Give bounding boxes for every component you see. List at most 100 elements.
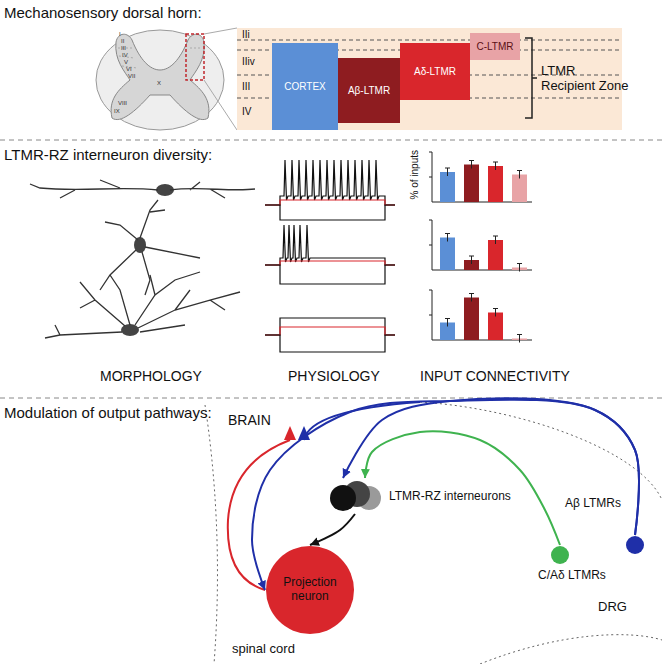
error-bar xyxy=(493,309,498,317)
voltage-trace xyxy=(265,200,395,205)
afferent-zone-bar: CORTEX xyxy=(272,43,338,130)
annotation: LTMR-RZ interneuron diversity: xyxy=(4,146,212,163)
annotation: INPUT CONNECTIVITY xyxy=(420,368,570,384)
bracket xyxy=(525,38,537,118)
cell-body xyxy=(626,536,644,554)
lamina-label: III xyxy=(121,45,126,51)
node-label: LTMR-RZ interneurons xyxy=(389,490,511,504)
bar xyxy=(512,175,527,203)
voltage-trace xyxy=(265,261,395,265)
node-text: CORTEX xyxy=(284,81,326,93)
spinal-cord-section xyxy=(96,30,224,130)
lamina-label: IV xyxy=(242,106,251,118)
voltage-trace xyxy=(265,327,395,335)
section-divider xyxy=(0,140,664,141)
error-bar xyxy=(445,234,450,242)
axis-title: % of inputs xyxy=(409,140,421,210)
interneuron-symbols xyxy=(325,478,385,514)
neuron-soma xyxy=(121,324,139,336)
lamina-label: VII xyxy=(128,73,135,79)
bar xyxy=(488,166,503,202)
error-bar xyxy=(445,319,450,327)
voltage-trace xyxy=(265,318,395,335)
node-text: Projection neuron xyxy=(275,576,345,604)
chart-axis xyxy=(429,220,532,270)
drg-outline xyxy=(480,635,662,664)
gray-matter xyxy=(111,34,209,119)
bar xyxy=(464,298,479,341)
zoom-line xyxy=(204,28,237,130)
annotation: PHYSIOLOGY xyxy=(288,368,380,384)
annotation: DRG xyxy=(598,600,627,615)
projection-neuron: Projection neuron xyxy=(265,545,355,635)
node-text: Aδ-LTMR xyxy=(414,66,456,78)
annotation: MORPHOLOGY xyxy=(100,368,202,384)
node-label: C/Aδ LTMRs xyxy=(538,569,606,583)
annotation: Mechanosensory dorsal horn: xyxy=(4,4,202,21)
section-divider xyxy=(0,398,664,399)
node-text: C-LTMR xyxy=(476,41,513,53)
lamina-label: X xyxy=(157,80,161,86)
bar xyxy=(488,313,503,341)
afferent-zone-bar: C-LTMR xyxy=(470,33,520,60)
lamina-label: VIII xyxy=(118,100,127,106)
chart-axis xyxy=(429,152,532,202)
bar xyxy=(464,165,479,203)
error-bar xyxy=(517,264,522,272)
node-label: Aβ LTMRs xyxy=(565,497,621,511)
cell-body xyxy=(625,535,645,555)
spinal-cord-outline xyxy=(205,405,217,664)
lamina-label: I xyxy=(119,31,121,37)
arrowhead xyxy=(284,426,296,440)
axon-connector xyxy=(343,398,639,535)
cell-body xyxy=(550,545,570,565)
lamina-label: V xyxy=(124,59,128,65)
lamina-label: II xyxy=(121,38,124,44)
interneuron-group: LTMR-RZ interneurons xyxy=(325,478,385,514)
bar xyxy=(440,172,455,202)
sensory-neuron: Aβ LTMRs xyxy=(625,535,645,555)
annotation: Modulation of output pathways: xyxy=(4,404,212,421)
drg-outline xyxy=(420,402,662,500)
bar xyxy=(488,240,503,270)
lamina-label: VI xyxy=(126,66,132,72)
lamina-label: IX xyxy=(114,108,120,114)
chart-axis xyxy=(429,290,532,340)
voltage-trace xyxy=(265,205,395,220)
error-bar xyxy=(469,256,474,264)
error-bar xyxy=(469,294,474,302)
annotation: LTMR Recipient Zone xyxy=(541,64,633,94)
dendrite xyxy=(45,272,240,338)
lamina-boundary xyxy=(118,48,202,68)
lamina-label: IIiv xyxy=(242,56,255,68)
cell-body xyxy=(551,546,569,564)
voltage-trace xyxy=(265,335,395,352)
error-bar xyxy=(493,236,498,244)
cell-body xyxy=(266,546,354,634)
voltage-trace xyxy=(265,160,395,205)
error-bar xyxy=(445,168,450,176)
annotation: BRAIN xyxy=(228,412,271,428)
error-bar xyxy=(517,335,522,343)
error-bar xyxy=(493,162,498,170)
dendrite xyxy=(30,180,255,198)
annotation: spinal cord xyxy=(232,642,295,657)
voltage-trace xyxy=(265,265,395,284)
dendrite xyxy=(100,200,200,295)
zoom-box xyxy=(186,34,204,80)
lamina-label: IV xyxy=(122,52,128,58)
error-bar xyxy=(469,161,474,169)
afferent-zone-bar: Aδ-LTMR xyxy=(400,43,470,100)
axon-connector xyxy=(365,431,560,545)
voltage-trace xyxy=(265,225,395,265)
lamina-label: III xyxy=(242,81,250,93)
node-text: Aβ-LTMR xyxy=(348,85,390,97)
bar xyxy=(440,238,455,271)
sensory-neuron: C/Aδ LTMRs xyxy=(550,545,570,565)
interneuron-body xyxy=(330,485,356,511)
afferent-zone-bar: Aβ-LTMR xyxy=(338,58,400,123)
lamina-label: IIi xyxy=(242,29,250,41)
axon-connector xyxy=(310,514,355,545)
error-bar xyxy=(517,171,522,179)
